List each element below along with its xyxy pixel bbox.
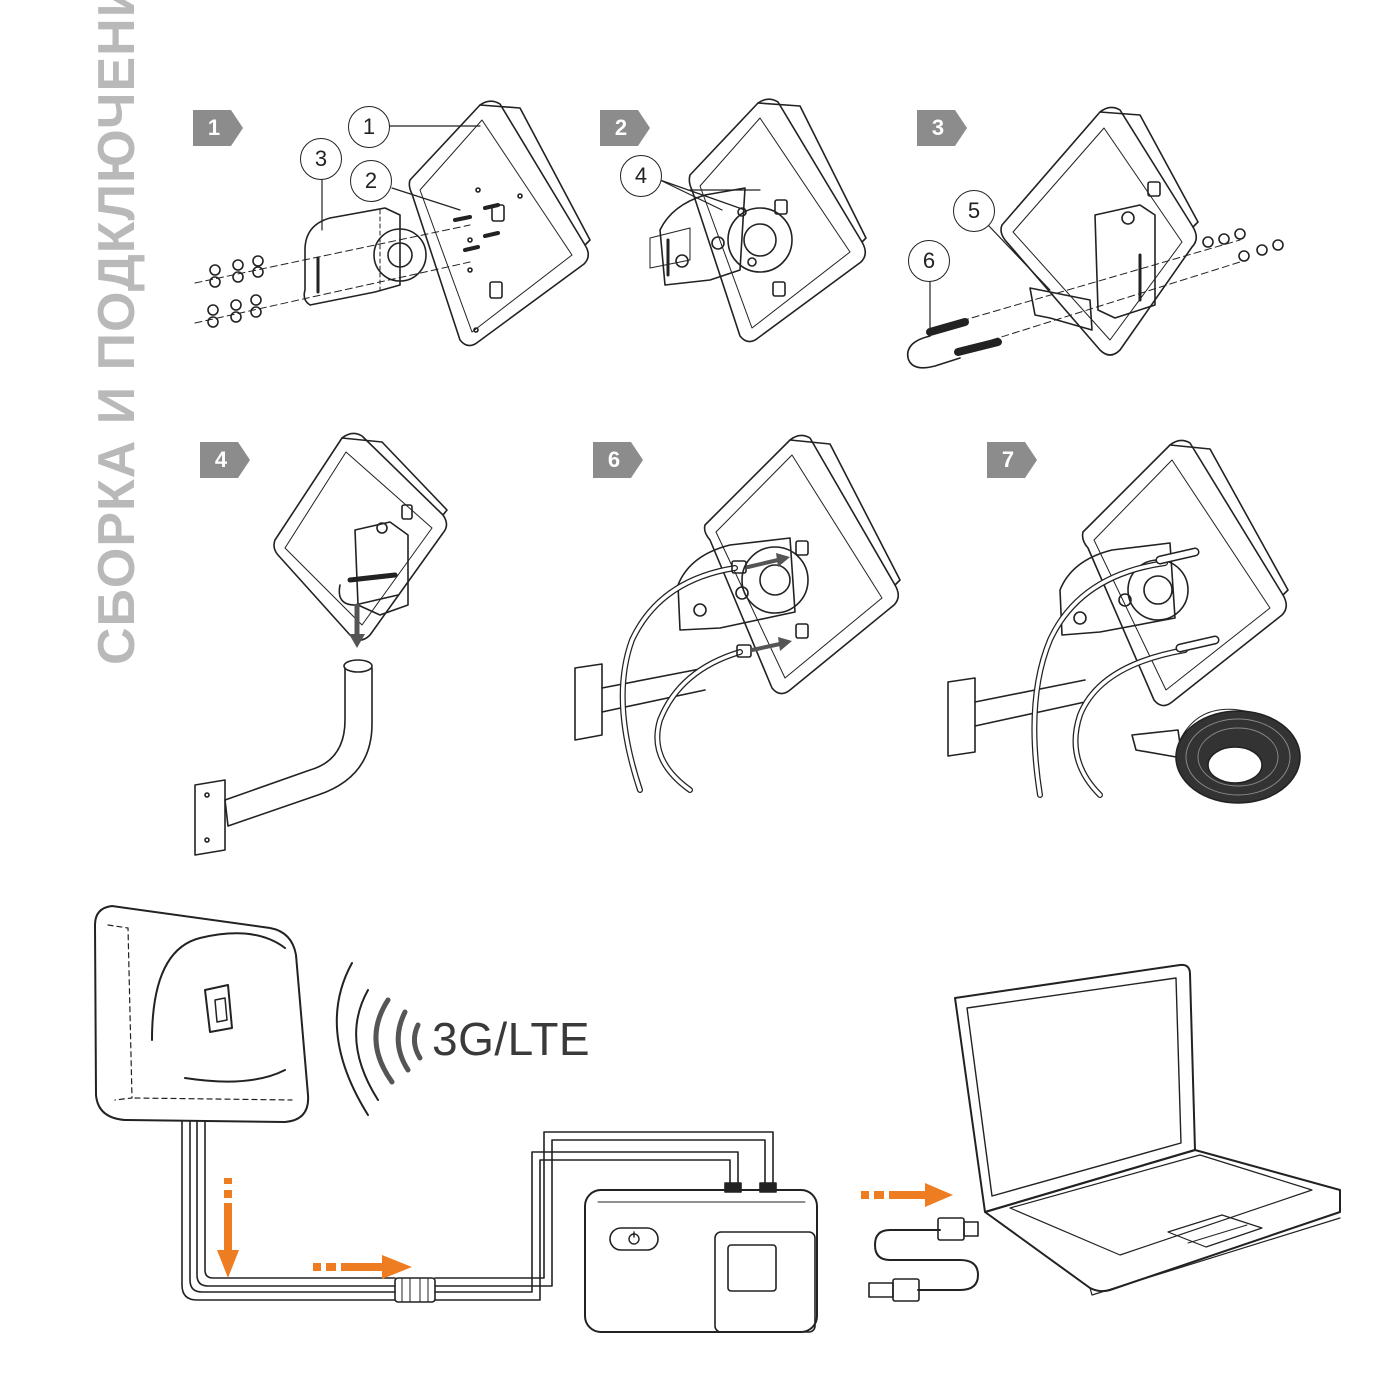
antenna-cables [181,1121,774,1303]
step-badge-3: 3 [917,110,967,146]
step7-antenna-panel [947,439,1289,757]
modem-device [584,1182,818,1333]
step6-antenna-panel [574,434,901,741]
callout-part-1: 1 [348,106,390,148]
step7-cables [1031,547,1220,798]
badge-arrow-shape [200,442,250,478]
arrow-right-icon [861,1183,953,1207]
badge-arrow-shape [917,110,967,146]
step-number: 6 [607,447,621,472]
step4-antenna-panel [273,432,448,641]
orange-arrows [217,1178,953,1279]
step2-antenna-panel [649,98,867,343]
signal-waves-icon [335,962,423,1116]
callout-part-3: 3 [300,138,342,180]
step1-bracket [303,207,427,306]
badge-arrow-shape [593,442,643,478]
step1-connectors [467,187,523,333]
step-badge-6: 6 [593,442,643,478]
step3-u-bolt [906,224,1051,369]
callout-part-5: 5 [953,190,995,232]
callout-part-4: 4 [620,155,662,197]
step-number: 7 [1001,447,1015,472]
insulating-tape-roll [1131,708,1301,804]
callout-part-6: 6 [908,240,950,282]
badge-arrow-shape [600,110,650,146]
step1-antenna-panel [408,100,591,347]
arrow-down-icon [217,1178,239,1278]
step3-nuts [1202,228,1284,262]
arrow-right-icon [313,1255,412,1279]
badge-arrow-shape [987,442,1037,478]
step-badge-4: 4 [200,442,250,478]
laptop [954,963,1341,1296]
badge-arrow-shape [193,110,243,146]
callout-part-2: 2 [350,160,392,202]
signal-label: 3G/LTE [432,1013,591,1065]
step-number: 3 [931,115,945,140]
step-number: 1 [207,115,221,140]
step-number: 4 [214,447,228,472]
step-badge-7: 7 [987,442,1037,478]
step-number: 2 [614,115,628,140]
step1-callout-leaders [321,125,481,231]
outdoor-antenna [94,905,310,1123]
step6-arrows [746,553,792,652]
step-badge-1: 1 [193,110,243,146]
step4-mast-bracket [194,659,373,856]
step4-down-arrow [349,603,365,648]
step-badge-2: 2 [600,110,650,146]
step6-cables [619,560,752,793]
usb-cable [868,1217,979,1302]
step3-antenna-panel [929,106,1241,356]
step1-bolts-nuts [194,203,500,328]
